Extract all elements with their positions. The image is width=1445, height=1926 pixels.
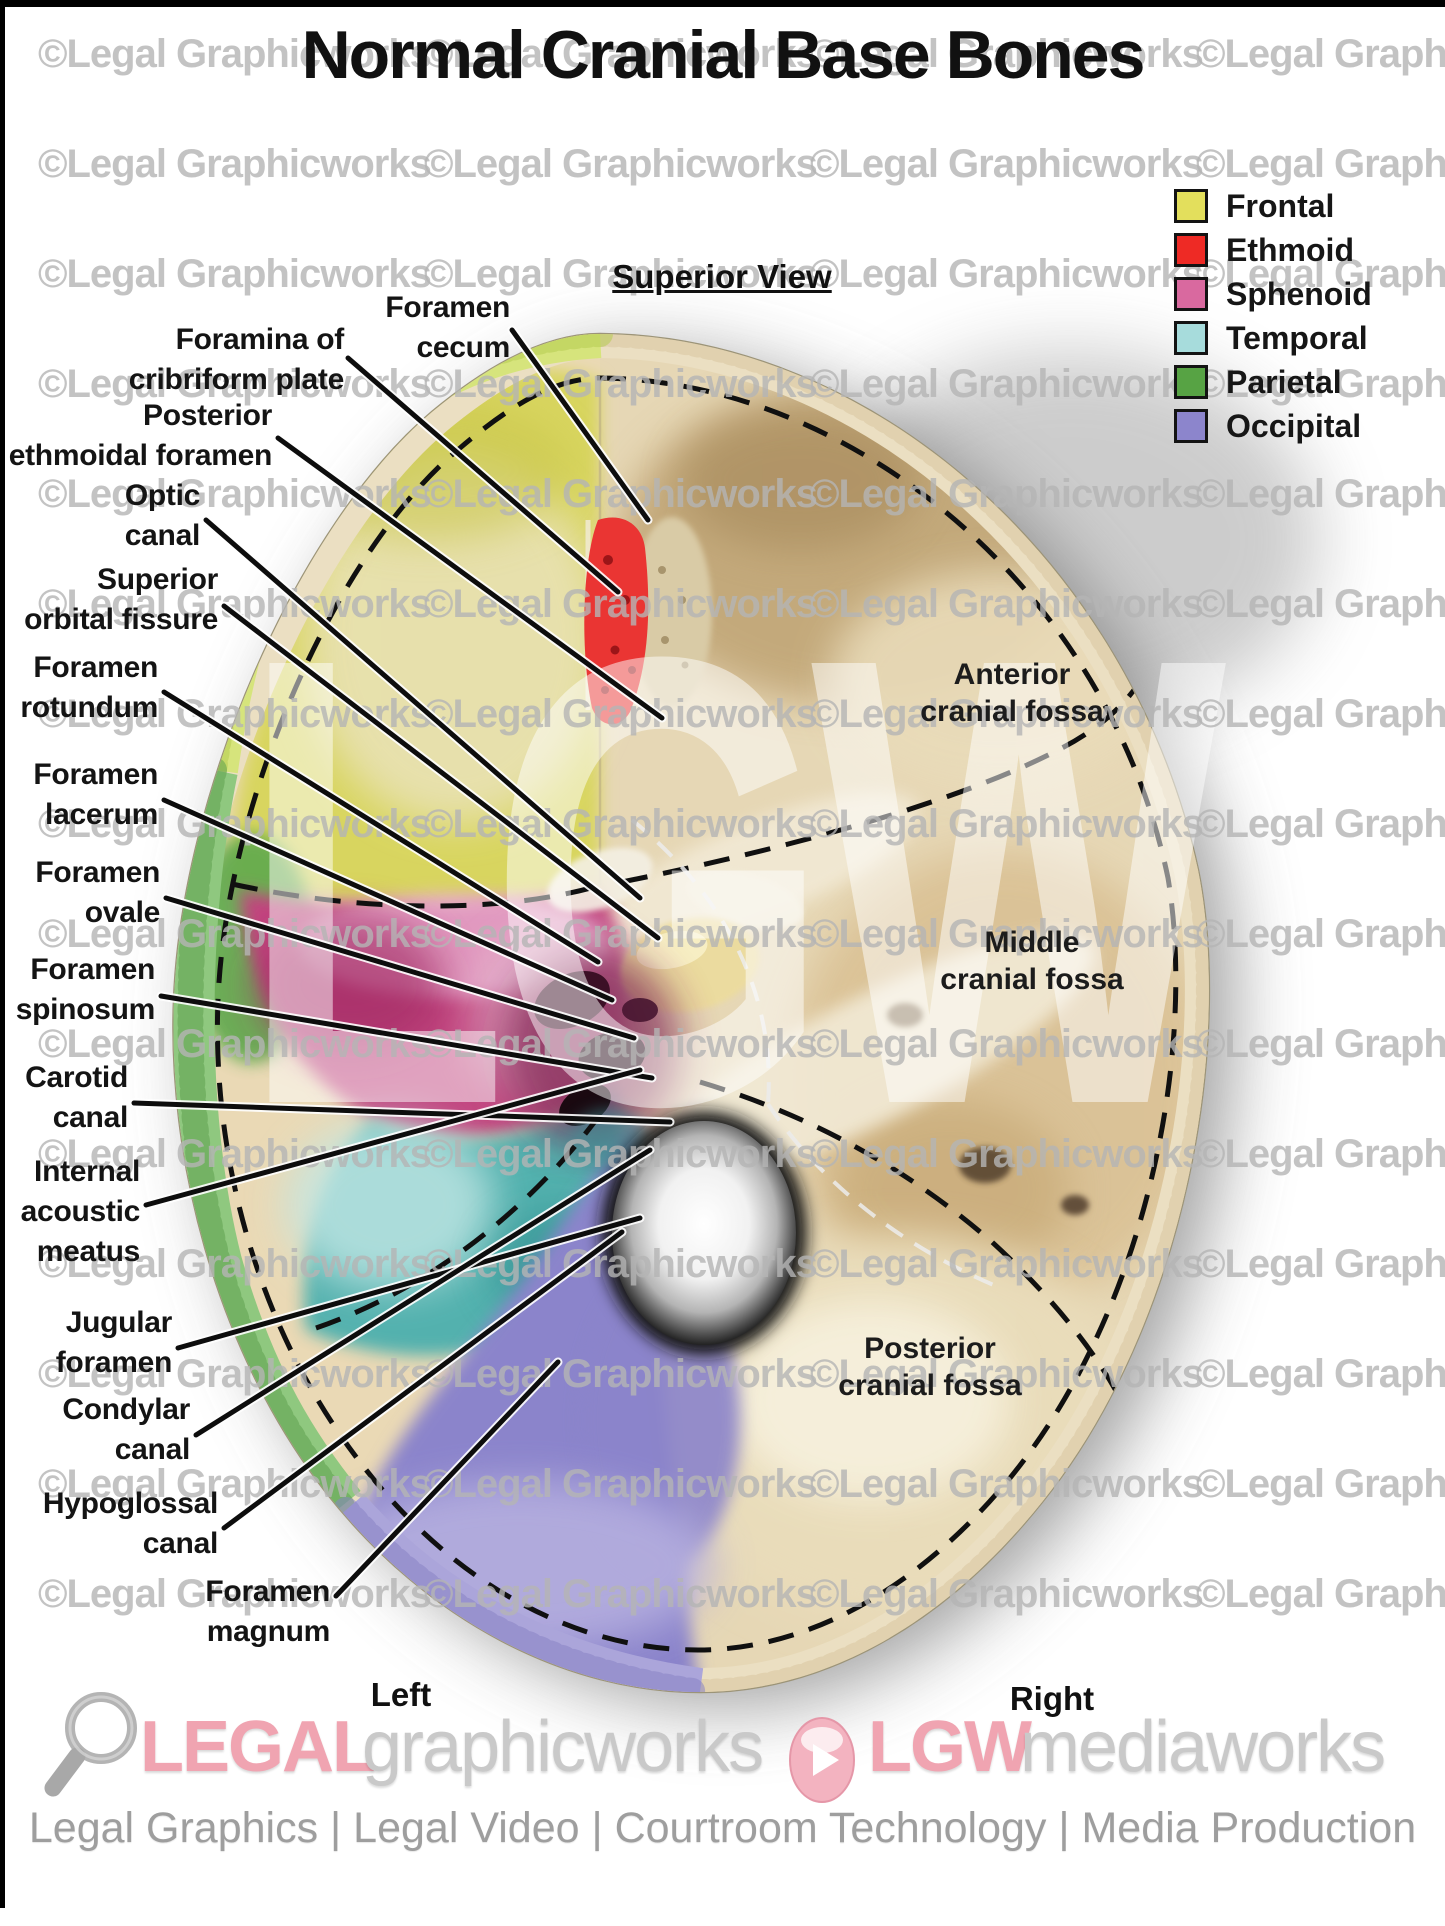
- legend-label: Frontal: [1226, 187, 1335, 224]
- leader-line-foramen-rotundum: [161, 689, 601, 965]
- legend-swatch: [1174, 233, 1208, 267]
- leader-line-condylar-canal: [193, 1147, 653, 1438]
- legend-label: Parietal: [1226, 363, 1342, 400]
- legend-label: Occipital: [1226, 407, 1362, 444]
- fossa-boundaries: [214, 375, 1179, 1653]
- legend-item-occipital: Occipital: [1174, 404, 1372, 448]
- legend-swatch: [1174, 189, 1208, 223]
- leader-line-foramen-lacerum: [161, 797, 615, 1003]
- legend-item-frontal: Frontal: [1174, 184, 1372, 228]
- page-title: Normal Cranial Base Bones: [301, 17, 1146, 93]
- left-border: [0, 0, 5, 1908]
- legend-swatch: [1174, 365, 1208, 399]
- legend-item-sphenoid: Sphenoid: [1174, 272, 1372, 316]
- leader-line-foramina-of-cribriform-plate: [345, 355, 621, 595]
- leader-line-foramen-spinosum: [158, 993, 655, 1081]
- leader-line-jugular-foramen: [175, 1215, 643, 1351]
- brand-mediaworks: mediaworks: [1020, 1707, 1386, 1787]
- brand-legal: LEGAL: [140, 1707, 376, 1787]
- legend-item-parietal: Parietal: [1174, 360, 1372, 404]
- leader-line-carotid-canal: [131, 1100, 673, 1125]
- legend-label: Ethmoid: [1226, 231, 1354, 268]
- legend-label: Temporal: [1226, 319, 1368, 356]
- top-border: [0, 0, 1445, 7]
- legend-swatch: [1174, 277, 1208, 311]
- left-side-label: Left: [370, 1676, 432, 1713]
- legend-swatch: [1174, 409, 1208, 443]
- leader-line-foramen-cecum: [509, 327, 651, 523]
- footer-tagline: Legal Graphics | Legal Video | Courtroom…: [28, 1804, 1417, 1852]
- legend-label: Sphenoid: [1226, 275, 1372, 312]
- leader-line-internal-acoustic-meatus: [143, 1067, 643, 1208]
- legend-item-ethmoid: Ethmoid: [1174, 228, 1372, 272]
- leader-line-foramen-magnum: [333, 1359, 561, 1599]
- legend-item-temporal: Temporal: [1174, 316, 1372, 360]
- magnifier-icon: [44, 1692, 137, 1797]
- right-side-label: Right: [1009, 1680, 1095, 1717]
- view-label: Superior View: [612, 258, 832, 295]
- legend-swatch: [1174, 321, 1208, 355]
- leader-line-posterior-ethmoidal-foramen: [275, 435, 665, 721]
- lgw-big-watermark: LGW: [240, 526, 1230, 1238]
- leader-line-optic-canal: [203, 517, 643, 901]
- leader-line-superior-orbital-fissure: [221, 603, 661, 941]
- play-icon: [789, 1717, 855, 1803]
- leader-line-hypoglossal-canal: [221, 1229, 625, 1531]
- leader-line-foramen-ovale: [163, 895, 637, 1041]
- middle-fossa-gray-boundary: [630, 818, 997, 1288]
- brand-lgw: LGW: [868, 1707, 1032, 1787]
- brand-graphicworks: graphicworks: [362, 1707, 764, 1787]
- foramen-magnum-opening: [601, 1111, 807, 1355]
